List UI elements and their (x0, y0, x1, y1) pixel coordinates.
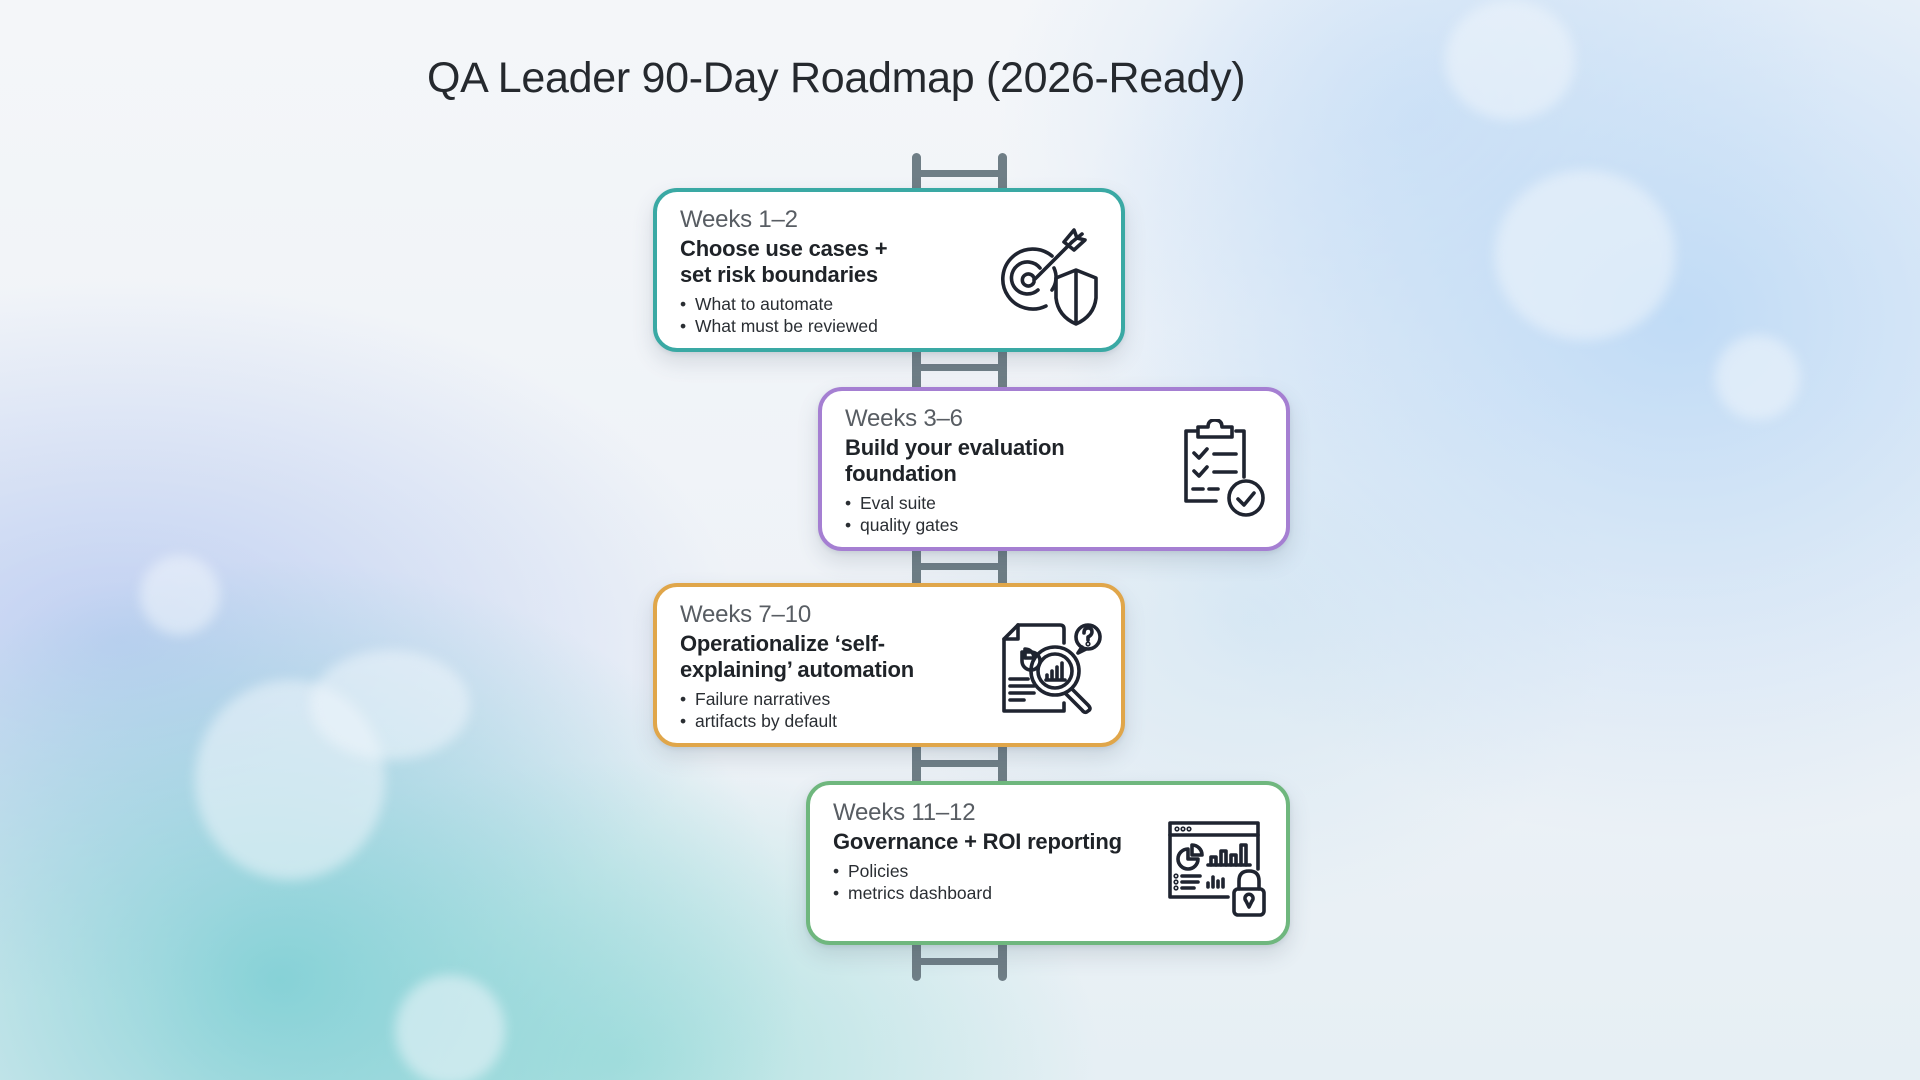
bokeh-circle (1445, 0, 1575, 120)
step-weeks-label: Weeks 11–12 (833, 799, 976, 826)
ladder-rung (915, 170, 1005, 177)
bokeh-circle (140, 555, 220, 635)
bokeh-circle (1495, 170, 1675, 340)
step-title: Operationalize ‘self- explaining’ automa… (680, 631, 914, 682)
clipboard-check-icon (1184, 419, 1265, 517)
step-title: Governance + ROI reporting (833, 829, 1122, 854)
bullet-item: quality gates (845, 514, 1145, 536)
step-title: Build your evaluation foundation (845, 435, 1065, 486)
bokeh-circle (395, 975, 505, 1080)
step-weeks-label: Weeks 7–10 (680, 601, 811, 628)
bullet-item: What to automate (680, 293, 980, 315)
page-title: QA Leader 90-Day Roadmap (2026-Ready) (427, 54, 1246, 102)
bokeh-circle (310, 650, 470, 760)
step-title: Choose use cases + set risk boundaries (680, 236, 888, 287)
ladder-rung (915, 958, 1005, 965)
step-bullets: Eval suite quality gates (845, 492, 1145, 536)
step-bullets: What to automate What must be reviewed (680, 293, 980, 337)
roadmap-step-weeks-7-10: Weeks 7–10 Operationalize ‘self- explain… (653, 583, 1125, 747)
bullet-item: Eval suite (845, 492, 1145, 514)
report-magnifier-icon (1002, 623, 1102, 715)
step-weeks-label: Weeks 1–2 (680, 206, 798, 233)
roadmap-step-weeks-1-2: Weeks 1–2 Choose use cases + set risk bo… (653, 188, 1125, 352)
step-bullets: Policies metrics dashboard (833, 860, 1133, 904)
roadmap-step-weeks-11-12: Weeks 11–12 Governance + ROI reporting P… (806, 781, 1290, 945)
roadmap-step-weeks-3-6: Weeks 3–6 Build your evaluation foundati… (818, 387, 1290, 551)
ladder-rung (915, 563, 1005, 570)
dashboard-lock-icon (1168, 821, 1266, 917)
bullet-item: What must be reviewed (680, 315, 980, 337)
step-bullets: Failure narratives artifacts by default (680, 688, 980, 732)
step-weeks-label: Weeks 3–6 (845, 405, 963, 432)
target-shield-icon (1001, 228, 1098, 326)
bokeh-circle (1715, 335, 1800, 420)
bullet-item: Policies (833, 860, 1133, 882)
bullet-item: artifacts by default (680, 710, 980, 732)
bullet-item: metrics dashboard (833, 882, 1133, 904)
ladder-rung (915, 760, 1005, 767)
bullet-item: Failure narratives (680, 688, 980, 710)
ladder-rung (915, 364, 1005, 371)
